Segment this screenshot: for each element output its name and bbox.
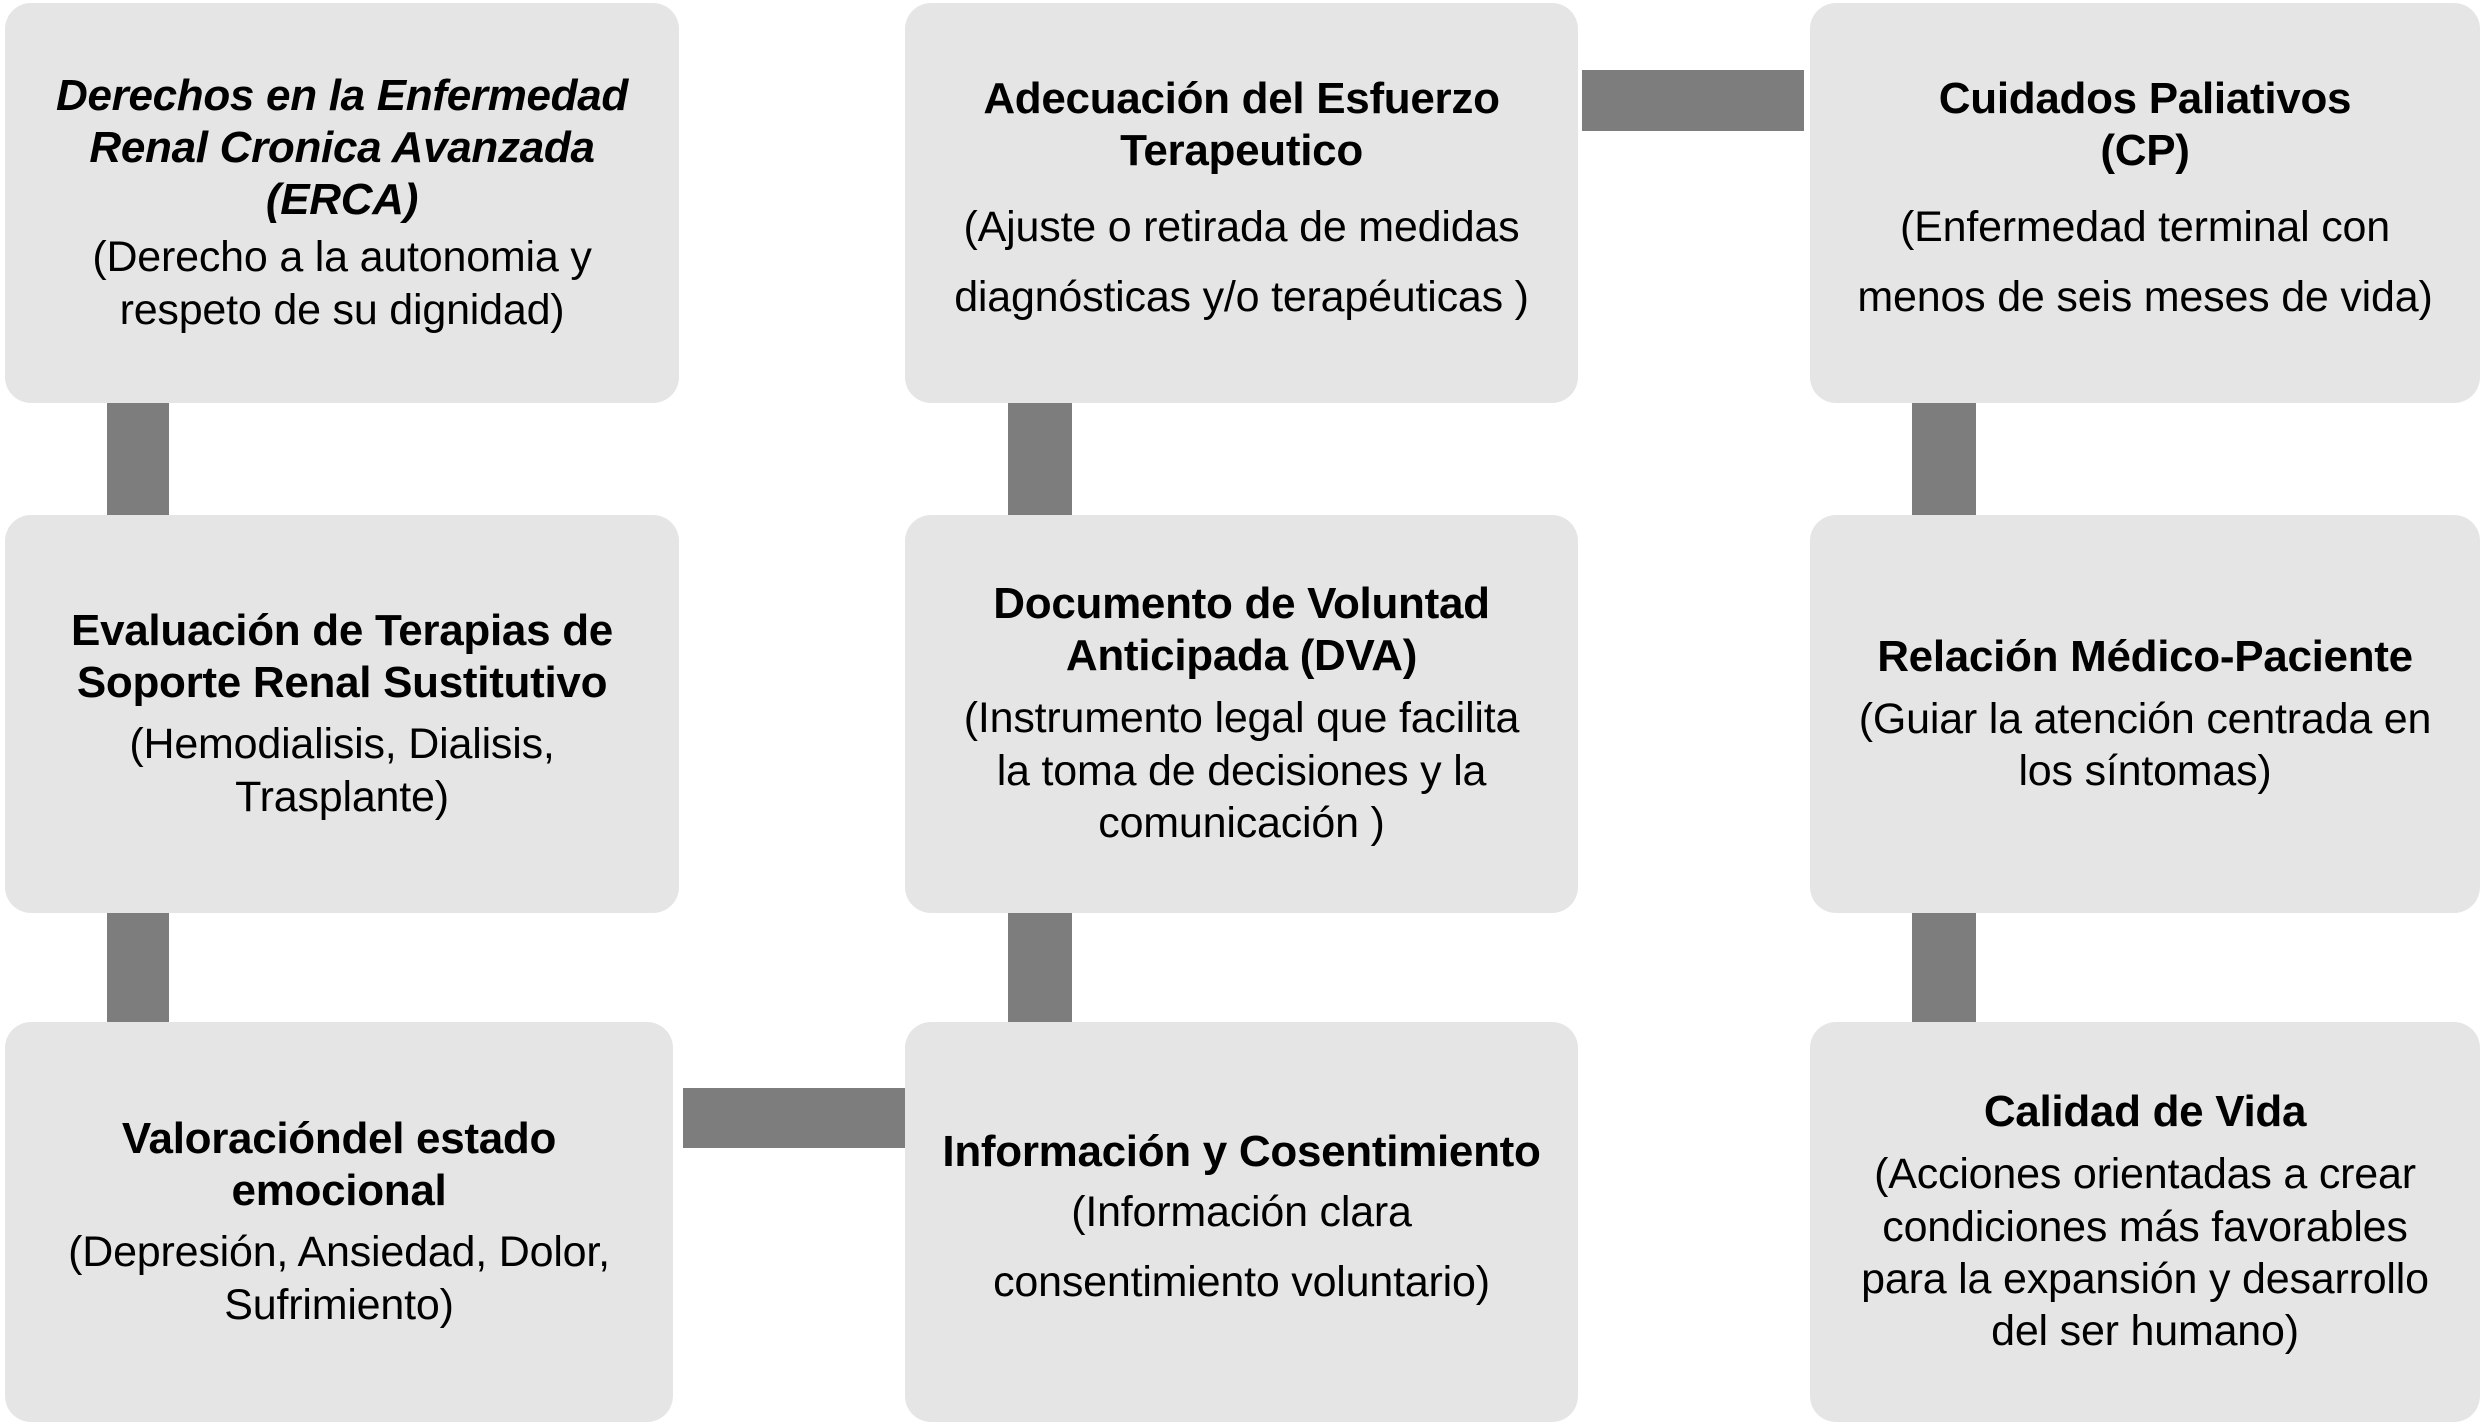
node-derechos-erca[interactable]: Derechos en la Enfermedad Renal Cronica … (5, 3, 679, 403)
node-relacion-medico-paciente[interactable]: Relación Médico-Paciente (Guiar la atenc… (1810, 515, 2480, 913)
node-title: Cuidados Paliativos (CP) (1938, 74, 2352, 176)
node-title: Evaluación de Terapias de Soporte Renal … (71, 605, 613, 707)
node-title: Relación Médico-Paciente (1877, 631, 2413, 681)
connector-adecuacion-to-cuidados-paliativos (1582, 70, 1804, 131)
node-subtitle: (Guiar la atención centrada en los sínto… (1858, 694, 2432, 795)
node-title: Derechos en la Enfermedad Renal Cronica … (55, 70, 629, 224)
node-subtitle: (Enfermedad terminal con menos de seis m… (1857, 203, 2433, 321)
node-documento-voluntad-anticipada[interactable]: Documento de Voluntad Anticipada (DVA) (… (905, 515, 1578, 913)
node-cuidados-paliativos[interactable]: Cuidados Paliativos (CP) (Enfermedad ter… (1810, 3, 2480, 403)
connector-relacion-to-calidad (1912, 910, 1976, 1025)
node-subtitle: (Acciones orientadas a crear condiciones… (1861, 1150, 2429, 1356)
node-title: Información y Cosentimiento (942, 1127, 1541, 1177)
node-title: Calidad de Vida (1983, 1087, 2307, 1137)
node-adecuacion-esfuerzo-terapeutico[interactable]: Adecuación del Esfuerzo Terapeutico (Aju… (905, 3, 1578, 403)
node-subtitle: (Información clara consentimiento volunt… (993, 1188, 1490, 1306)
node-title: Documento de Voluntad Anticipada (DVA) (993, 579, 1490, 681)
node-informacion-consentimiento[interactable]: Información y Cosentimiento (Información… (905, 1022, 1578, 1422)
connector-documento-to-informacion (1008, 910, 1072, 1025)
connector-evaluacion-to-valoracion (107, 910, 169, 1025)
node-subtitle: (Derecho a la autonomia y respeto de su … (92, 233, 592, 334)
node-evaluacion-terapias-soporte-renal[interactable]: Evaluación de Terapias de Soporte Renal … (5, 515, 679, 913)
node-title: Valoracióndel estado emocional (121, 1113, 557, 1215)
node-subtitle: (Instrumento legal que facilita la toma … (963, 694, 1520, 848)
node-subtitle: (Hemodialisis, Dialisis, Trasplante) (129, 720, 555, 821)
connector-valoracion-to-informacion (683, 1088, 905, 1148)
node-subtitle: (Ajuste o retirada de medidas diagnóstic… (954, 203, 1529, 321)
connector-cuidados-to-relacion (1912, 402, 1976, 517)
node-calidad-de-vida[interactable]: Calidad de Vida (Acciones orientadas a c… (1810, 1022, 2480, 1422)
node-title: Adecuación del Esfuerzo Terapeutico (983, 74, 1500, 176)
node-subtitle: (Depresión, Ansiedad, Dolor, Sufrimiento… (68, 1228, 610, 1329)
connector-adecuacion-to-documento (1008, 402, 1072, 517)
node-valoracion-estado-emocional[interactable]: Valoracióndel estado emocional (Depresió… (5, 1022, 673, 1422)
connector-derechos-to-evaluacion (107, 402, 169, 517)
